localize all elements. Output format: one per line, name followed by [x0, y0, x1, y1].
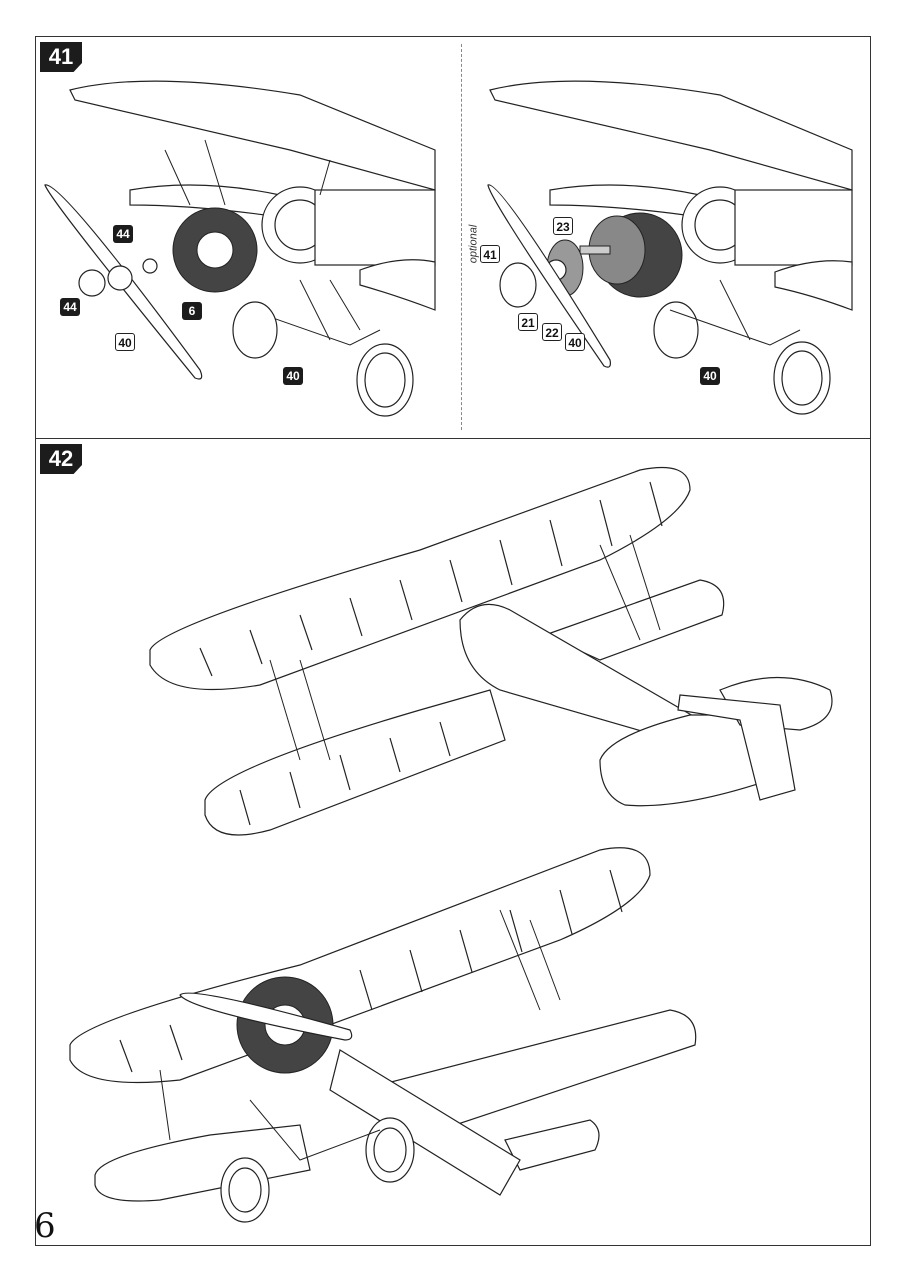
callout-part-40-propeller: 40: [115, 333, 135, 351]
step41-left-drawing: [44, 80, 436, 417]
top-wing-ribs: [199, 481, 663, 677]
bottom-wing-ribs: [239, 721, 451, 826]
callout-part-40-wheel: 40: [283, 367, 303, 385]
callout-part-22: 22: [542, 323, 562, 341]
step-divider: [35, 438, 871, 439]
callout-part-44-lower: 44: [60, 298, 80, 316]
step-42-badge: 42: [40, 444, 82, 474]
step42-top-biplane: [149, 466, 833, 836]
page-number: 6: [34, 1206, 64, 1246]
step42-bottom-biplane: [69, 847, 697, 1223]
callout-part-44-upper: 44: [113, 225, 133, 243]
optional-divider: [461, 44, 462, 430]
page-frame: [35, 36, 871, 1246]
radial-engine: [172, 207, 258, 293]
callout-part-6: 6: [182, 302, 202, 320]
step41-right-drawing: [487, 80, 853, 415]
callout-part-40-wheel-right: 40: [700, 367, 720, 385]
callout-part-40-propeller-right: 40: [565, 333, 585, 351]
step-41-badge: 41: [40, 42, 82, 72]
front-wing-ribs: [119, 869, 623, 1073]
callout-part-41: 41: [480, 245, 500, 263]
callout-part-23: 23: [553, 217, 573, 235]
callout-part-21: 21: [518, 313, 538, 331]
